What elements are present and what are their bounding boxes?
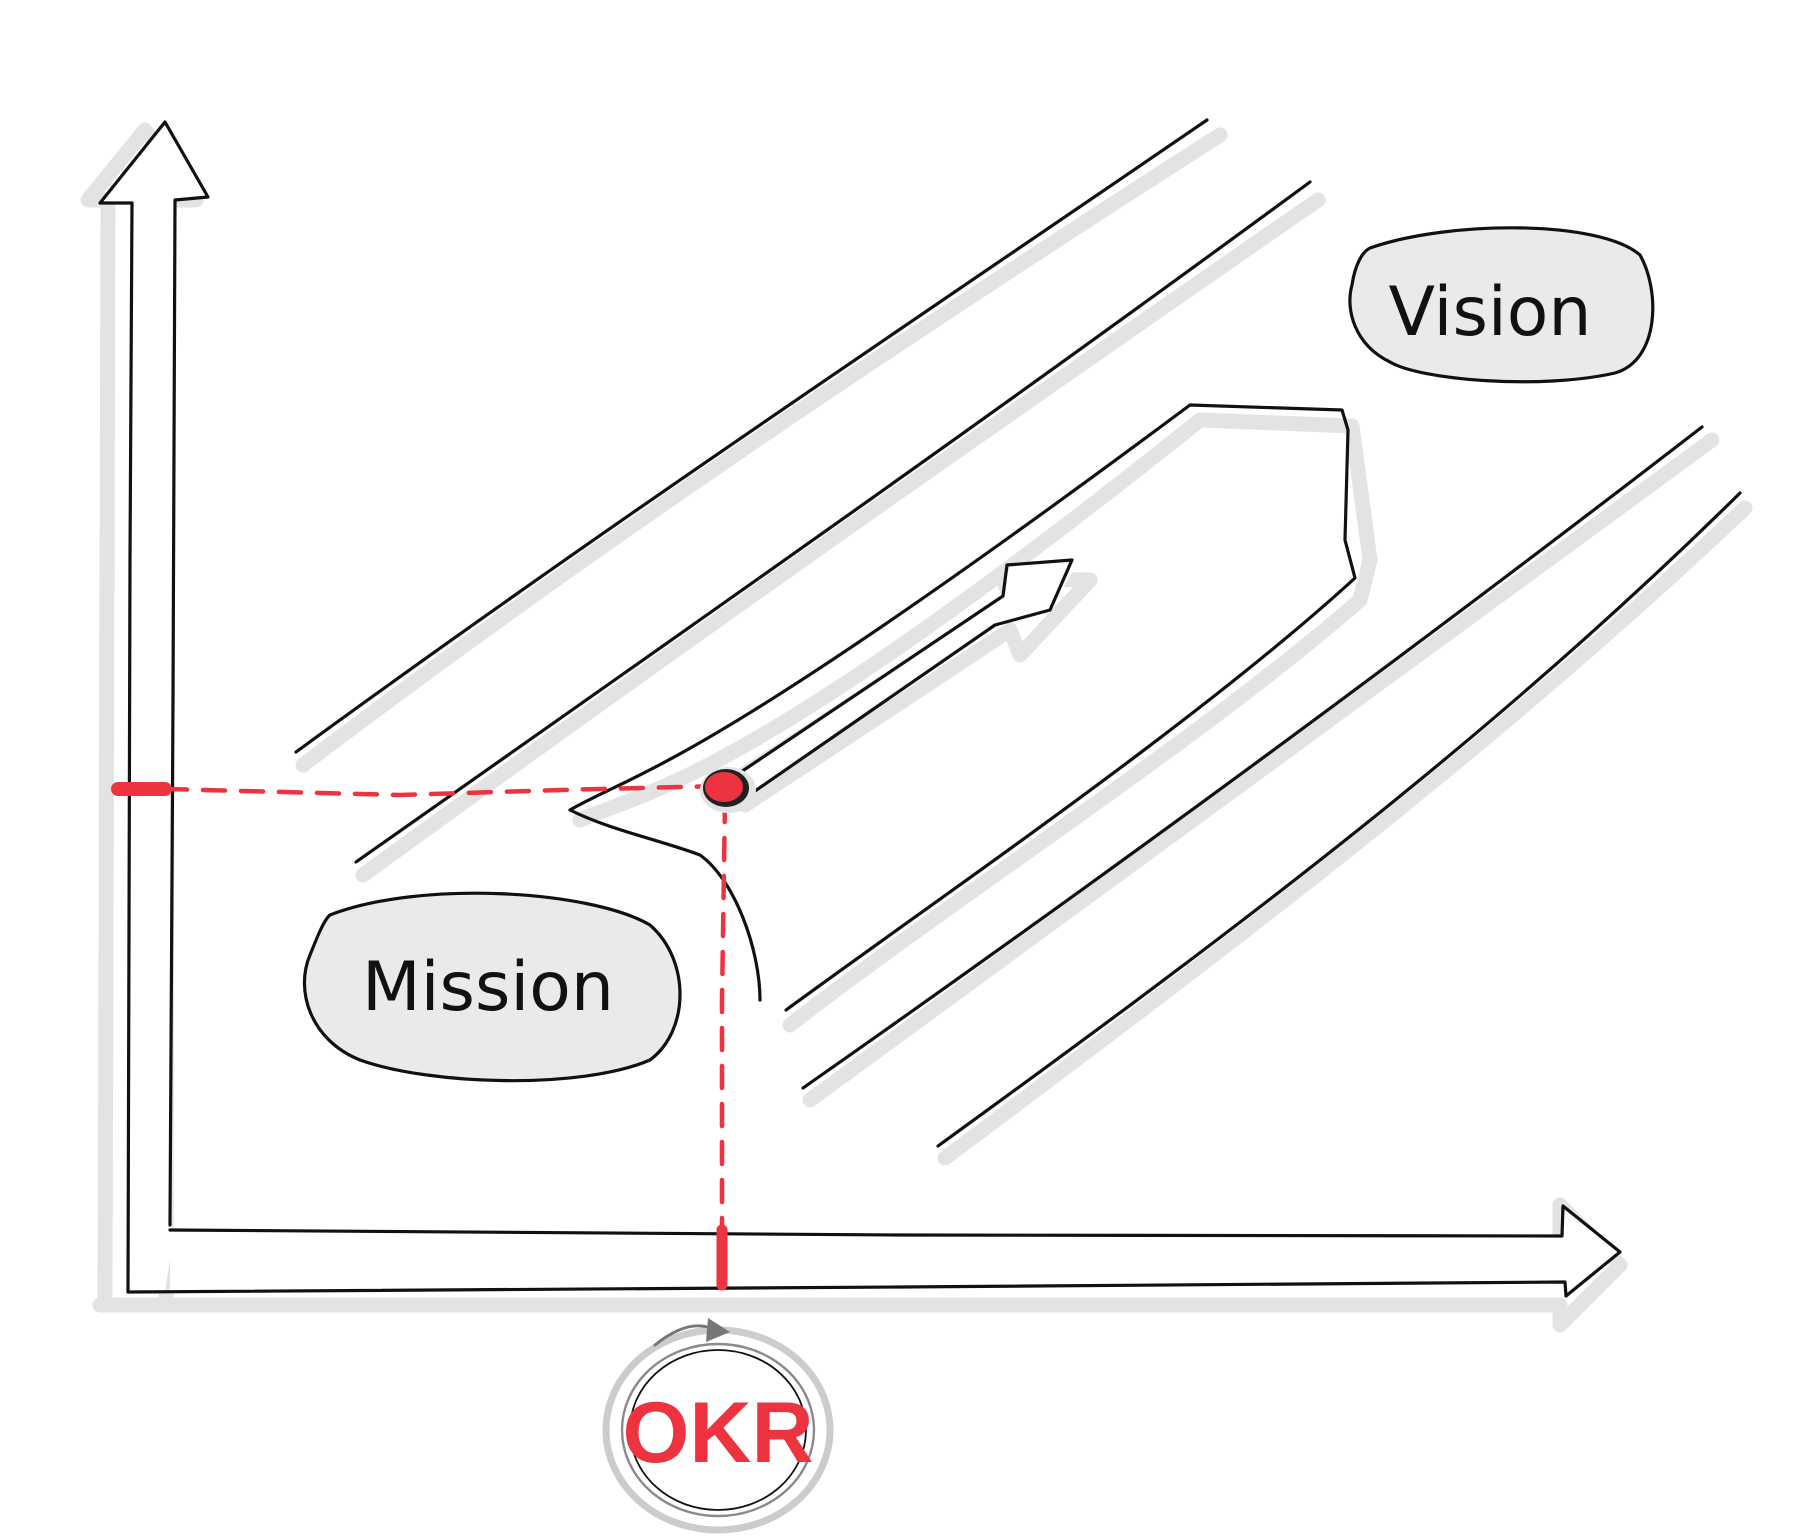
inner-road-shape [568, 403, 1378, 1033]
okr-badge: OKR [602, 1318, 834, 1534]
mission-label-badge: Mission [302, 891, 682, 1083]
y-axis-arrow [80, 120, 210, 1303]
current-position-dot [700, 767, 756, 813]
x-axis-arrow [92, 1197, 1628, 1333]
progress-arrow [727, 558, 1098, 813]
diagonal-band-lines [294, 118, 1753, 1166]
vertical-dashed-line [719, 797, 728, 1293]
mission-label: Mission [362, 948, 614, 1027]
okr-label: OKR [622, 1385, 813, 1481]
red-guide-lines [111, 782, 728, 1293]
vision-label: Vision [1389, 273, 1592, 352]
vision-label-badge: Vision [1348, 226, 1655, 384]
horizontal-dashed-line [162, 783, 723, 798]
refresh-icon [653, 1318, 730, 1347]
